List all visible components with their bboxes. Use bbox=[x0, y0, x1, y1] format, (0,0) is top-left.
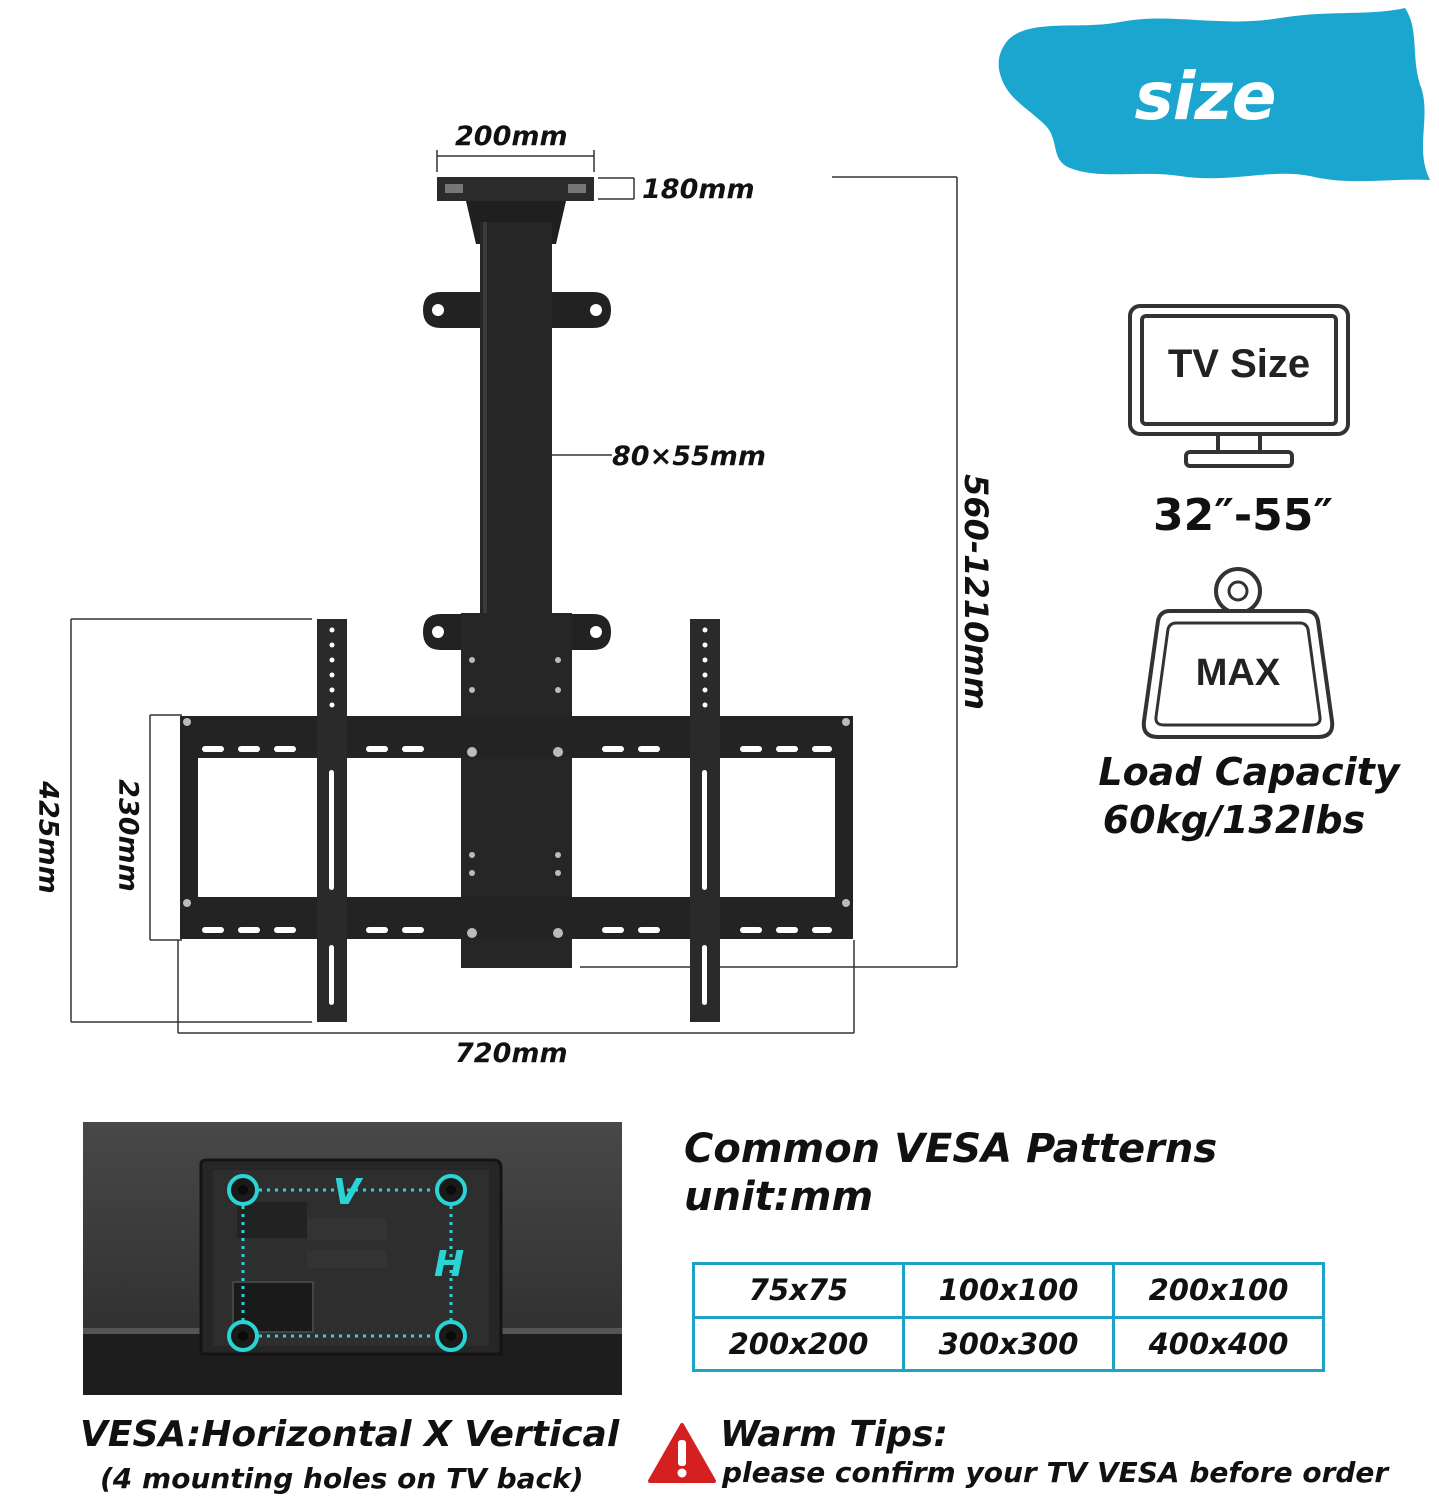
vesa-v-label: V bbox=[333, 1172, 361, 1213]
vesa-h-label: H bbox=[434, 1244, 465, 1285]
load-capacity-title: Load Capacity bbox=[1098, 750, 1400, 794]
vesa-pattern-cell: 75x75 bbox=[692, 1262, 905, 1319]
vesa-pattern-cell: 100x100 bbox=[902, 1262, 1115, 1319]
load-capacity-value: 60kg/132Ibs bbox=[1102, 798, 1366, 842]
vesa-pattern-cell: 200x100 bbox=[1112, 1262, 1325, 1319]
vesa-pattern-cell: 300x300 bbox=[902, 1315, 1115, 1372]
frame-width-label: 720mm bbox=[455, 1038, 568, 1069]
size-badge-shape bbox=[998, 8, 1430, 182]
vesa-caption-sub: (4 mounting holes on TV back) bbox=[100, 1462, 584, 1495]
pole-size-label: 80×55mm bbox=[612, 441, 767, 472]
ceiling-mount-diagram bbox=[70, 150, 958, 1034]
tv-size-icon-label: TV Size bbox=[1167, 342, 1311, 386]
weight-icon bbox=[1141, 567, 1335, 739]
height-range-label: 560-1210mm bbox=[957, 474, 995, 710]
frame-height-label: 230mm bbox=[112, 779, 144, 892]
table-row: 75x75 100x100 200x100 bbox=[692, 1262, 1325, 1319]
vesa-pattern-cell: 200x200 bbox=[692, 1315, 905, 1372]
plate-width-label: 200mm bbox=[455, 121, 568, 152]
vesa-title: Common VESA Patterns bbox=[684, 1126, 1218, 1172]
vesa-caption-main: VESA:Horizontal X Vertical bbox=[80, 1414, 620, 1455]
bracket-height-label: 425mm bbox=[32, 781, 64, 894]
vesa-unit: unit:mm bbox=[684, 1174, 874, 1220]
plate-depth-label: 180mm bbox=[642, 174, 755, 205]
tv-back-illustration bbox=[83, 1122, 622, 1395]
vesa-pattern-cell: 400x400 bbox=[1112, 1315, 1325, 1372]
tv-icon bbox=[1128, 304, 1350, 468]
table-row: 200x200 300x300 400x400 bbox=[692, 1315, 1325, 1372]
warm-tips-title: Warm Tips: bbox=[720, 1414, 948, 1455]
weight-max-label: MAX bbox=[1195, 652, 1281, 694]
warning-icon bbox=[648, 1423, 716, 1483]
warm-tips-text: please confirm your TV VESA before order bbox=[722, 1456, 1389, 1489]
tv-size-range: 32″-55″ bbox=[1152, 490, 1334, 541]
vesa-patterns-table: 75x75 100x100 200x100 200x200 300x300 40… bbox=[692, 1262, 1325, 1372]
size-badge-label: size bbox=[1134, 58, 1276, 135]
